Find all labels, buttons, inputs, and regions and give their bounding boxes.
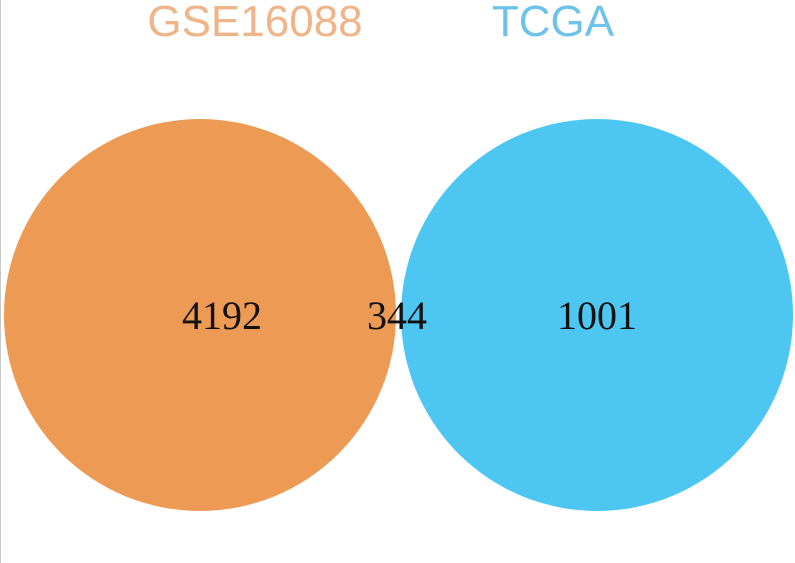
count-gse16088-only: 4192 <box>182 293 262 338</box>
set-circle-tcga <box>401 119 793 511</box>
set-label-tcga: TCGA <box>492 0 615 46</box>
count-tcga-only: 1001 <box>557 293 637 338</box>
count-intersection: 344 <box>367 293 427 338</box>
set-circle-gse16088 <box>4 119 396 511</box>
set-label-gse16088: GSE16088 <box>147 0 362 46</box>
frame-left-border <box>0 0 1 563</box>
